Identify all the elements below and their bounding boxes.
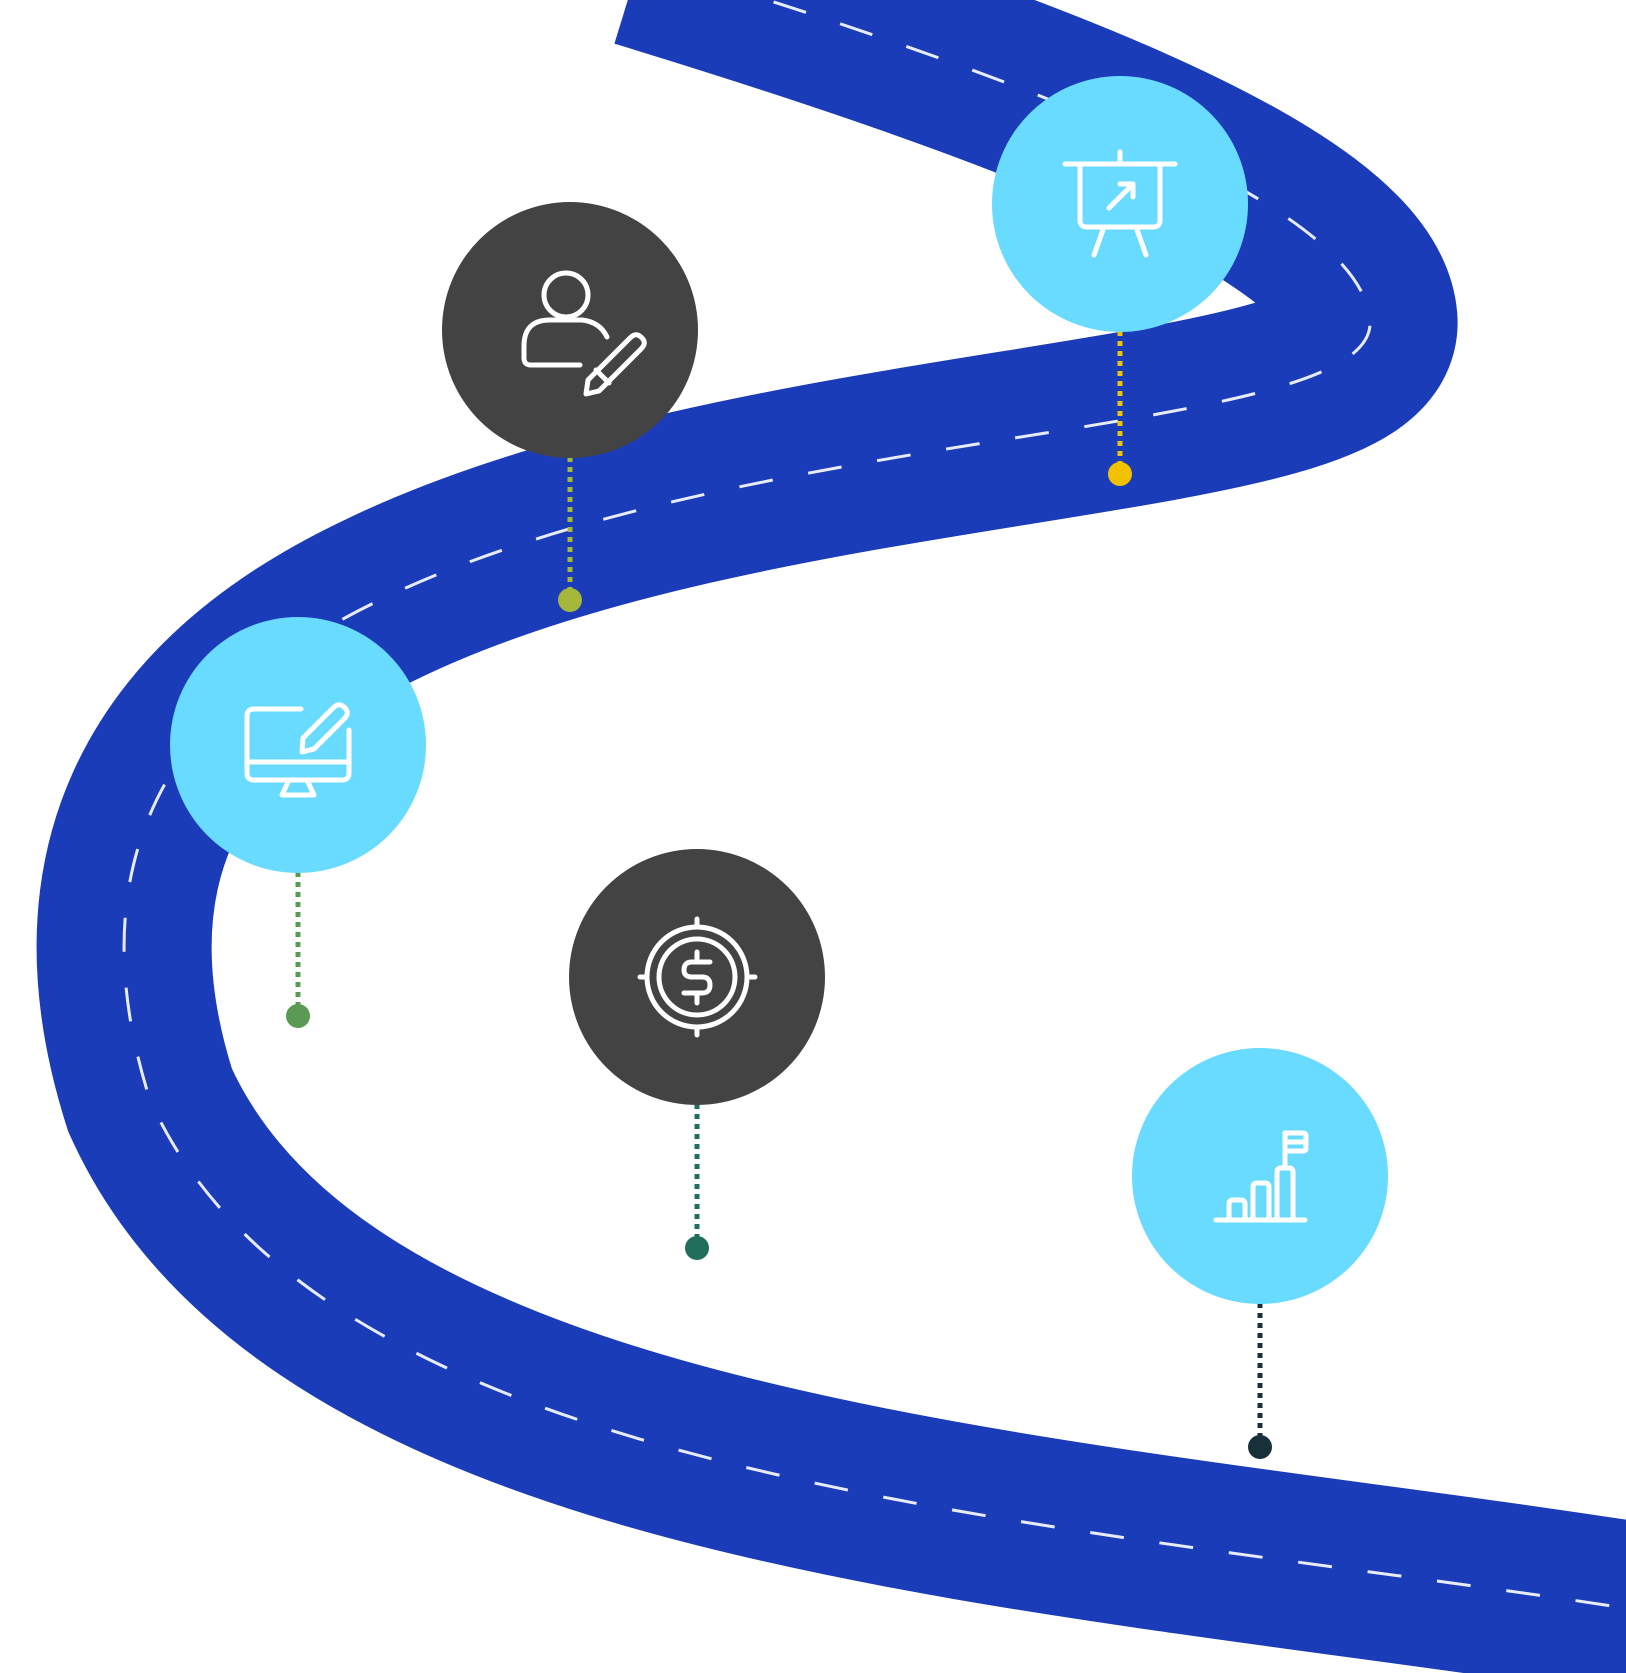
milestone-profile — [442, 202, 698, 458]
dot-profile — [558, 588, 582, 612]
dot-growth — [1248, 1435, 1272, 1459]
growth-chart-flag-icon — [1213, 1130, 1309, 1223]
milestone-budget — [569, 849, 825, 1105]
dot-budget — [685, 1236, 709, 1260]
connectors — [286, 331, 1272, 1459]
dot-presentation — [1108, 462, 1132, 486]
milestone-design — [170, 617, 426, 873]
milestone-presentation — [992, 76, 1248, 332]
road-center-dash — [122, 0, 1626, 1610]
milestones — [170, 76, 1388, 1304]
road — [36, 0, 1626, 1673]
dot-design — [286, 1004, 310, 1028]
monitor-edit-icon — [244, 702, 352, 798]
milestone-circle-growth — [1132, 1048, 1388, 1304]
milestone-growth — [1132, 1048, 1388, 1304]
dollar-target-icon — [637, 916, 758, 1038]
milestone-circle-presentation — [992, 76, 1248, 332]
milestone-circle-design — [170, 617, 426, 873]
milestone-circle-profile — [442, 202, 698, 458]
user-edit-icon — [521, 270, 647, 397]
presentation-board-icon — [1062, 149, 1178, 258]
